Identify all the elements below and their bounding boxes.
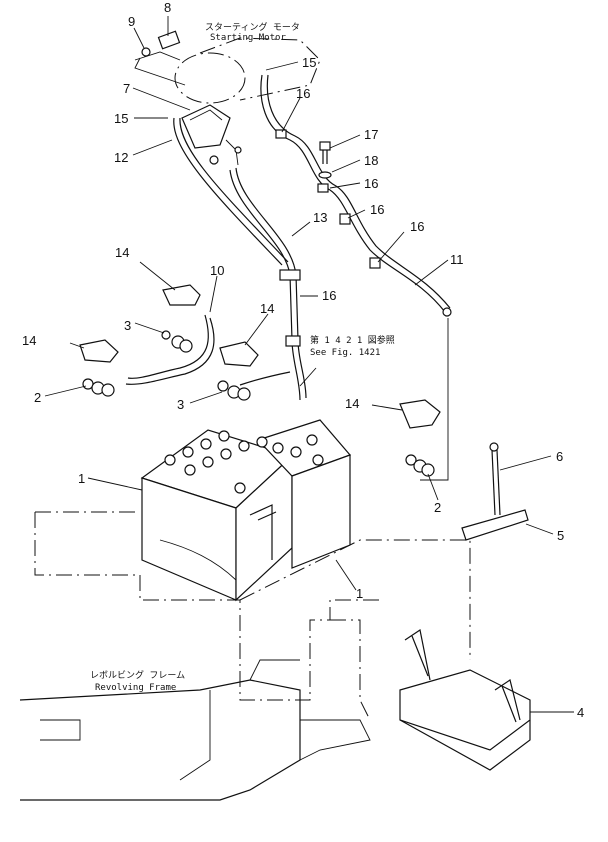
callout-2: 2 [434, 500, 441, 515]
callout-15: 15 [302, 55, 316, 70]
starting-motor-en-label: Starting Motor [210, 33, 286, 43]
bolt-and-washer [318, 141, 332, 179]
callout-7: 7 [123, 81, 130, 96]
terminals [82, 330, 435, 477]
callout-16: 16 [364, 176, 378, 191]
callout-13: 13 [313, 210, 327, 225]
revolving-frame-outline [19, 511, 471, 801]
callout-2: 2 [34, 390, 41, 405]
battery-box [399, 629, 531, 771]
callout-numbers: 1 1 2 2 3 3 4 5 6 7 8 9 10 11 12 13 14 1… [22, 0, 584, 720]
callout-11: 11 [450, 252, 464, 267]
callout-3: 3 [177, 397, 184, 412]
callout-4: 4 [577, 705, 584, 720]
starting-motor [134, 30, 321, 104]
callout-12: 12 [114, 150, 128, 165]
callout-14: 14 [115, 245, 129, 260]
batteries [140, 419, 352, 602]
callout-1: 1 [356, 586, 363, 601]
text-labels: スターティング モータ Starting Motor 第 1 4 2 1 図参照… [90, 21, 395, 693]
callout-9: 9 [128, 14, 135, 29]
callout-15: 15 [114, 111, 128, 126]
callout-16: 16 [296, 86, 310, 101]
callout-1: 1 [78, 471, 85, 486]
callout-16: 16 [370, 202, 384, 217]
callout-10: 10 [210, 263, 224, 278]
clamps [275, 129, 381, 347]
starting-motor-jp-label: スターティング モータ [205, 21, 300, 33]
callout-8: 8 [164, 0, 171, 15]
hold-down [461, 442, 529, 541]
leader-lines [44, 16, 574, 713]
callout-16: 16 [322, 288, 336, 303]
see-fig-en-label: See Fig. 1421 [310, 348, 380, 358]
revolving-frame-jp-label: レボルビング フレーム [90, 669, 185, 681]
callout-14: 14 [260, 301, 274, 316]
callout-18: 18 [364, 153, 378, 168]
callout-14: 14 [22, 333, 36, 348]
battery-relay [181, 104, 242, 166]
callout-5: 5 [557, 528, 564, 543]
callout-17: 17 [364, 127, 378, 142]
callout-16: 16 [410, 219, 424, 234]
revolving-frame-en-label: Revolving Frame [95, 683, 176, 693]
terminal-covers [79, 284, 441, 429]
callout-14: 14 [345, 396, 359, 411]
callout-3: 3 [124, 318, 131, 333]
battery-caps [164, 430, 324, 494]
callout-6: 6 [556, 449, 563, 464]
see-fig-jp-label: 第 1 4 2 1 図参照 [310, 334, 395, 346]
